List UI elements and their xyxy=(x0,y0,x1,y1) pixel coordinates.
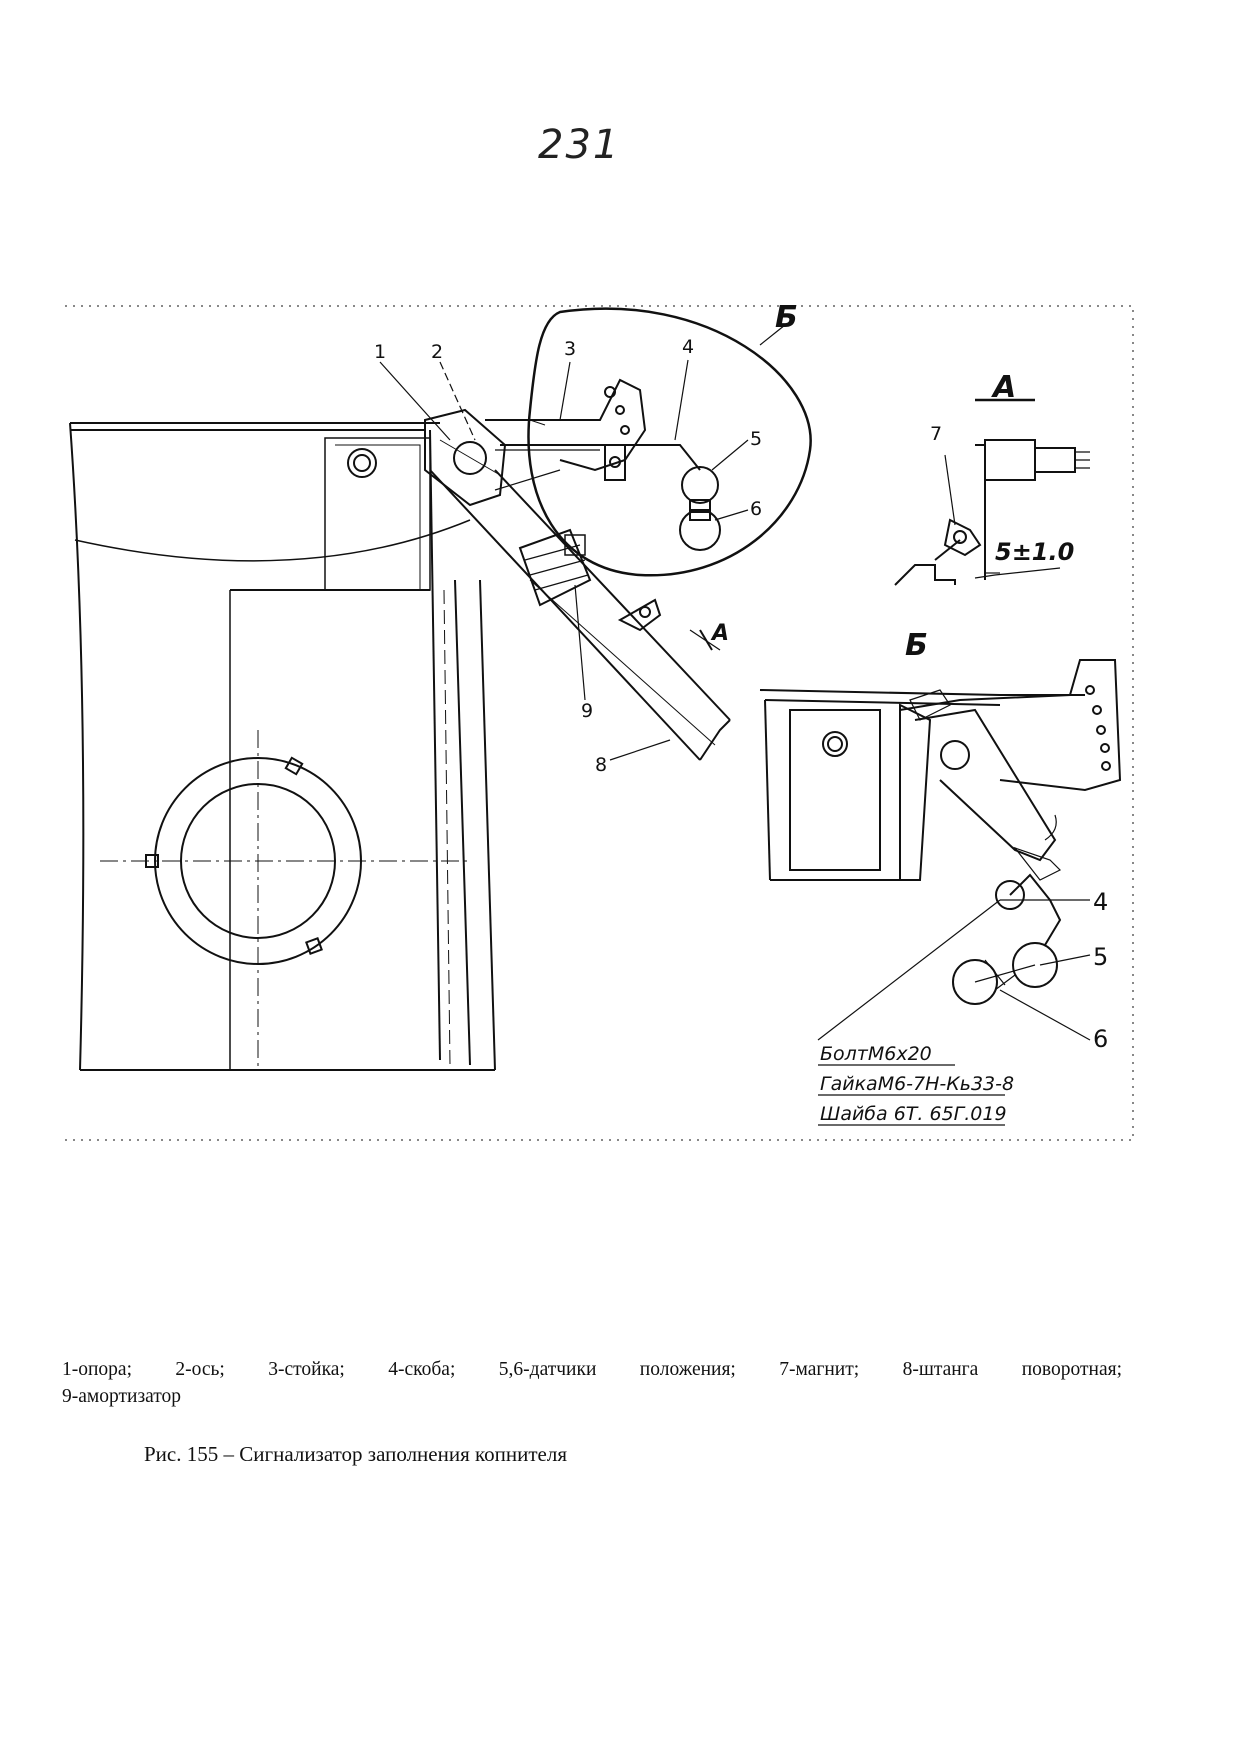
detail-callout-5: 5 xyxy=(1093,943,1108,971)
staple-4 xyxy=(500,444,701,471)
swing-rod-8 xyxy=(429,469,731,761)
detail-b-view-label: Б xyxy=(905,628,928,663)
callout-5: 5 xyxy=(750,428,762,450)
callout-3: 3 xyxy=(564,338,576,360)
detail-b-label: Б xyxy=(775,300,798,335)
sensor-5 xyxy=(681,466,719,511)
callout-2: 2 xyxy=(431,341,443,363)
detail-b-view xyxy=(759,659,1122,1005)
round-port xyxy=(100,730,470,1070)
legend-line-1: 1-опора; 2-ось; 3-стойка; 4-скоба; 5,6-д… xyxy=(62,1359,1122,1380)
callout-8: 8 xyxy=(595,754,607,776)
support-1 xyxy=(424,408,507,507)
section-a xyxy=(894,398,1090,586)
leader-lines xyxy=(379,324,786,761)
hopper-body xyxy=(69,422,496,1071)
legend-line-2: 9-амортизатор xyxy=(62,1386,182,1407)
damper-9 xyxy=(518,528,592,607)
detail-callout-6: 6 xyxy=(1093,1025,1108,1053)
note-washer: Шайба 6Т. 65Г.019 xyxy=(820,1103,1007,1125)
note-bolt: БолтМ6х20 xyxy=(820,1043,932,1065)
frame-border xyxy=(65,305,1135,1141)
section-a-label: А xyxy=(991,370,1016,405)
callout-7: 7 xyxy=(930,423,942,445)
bracket-3 xyxy=(485,378,647,491)
dimension-5: 5±1.0 xyxy=(995,538,1074,566)
figure-caption: Рис. 155 – Сигнализатор заполнения копни… xyxy=(144,1442,567,1466)
page-number: 231 xyxy=(538,122,621,168)
section-a-arrow-label: А xyxy=(710,621,729,646)
note-nut: ГайкаМ6-7Н-Кь33-8 xyxy=(820,1073,1014,1095)
callout-1: 1 xyxy=(374,341,386,363)
callout-6: 6 xyxy=(750,498,762,520)
callout-9: 9 xyxy=(581,700,593,722)
sensor-6 xyxy=(679,509,721,551)
section-a-arrow xyxy=(699,629,713,651)
detail-callout-4: 4 xyxy=(1093,888,1108,916)
detail-b-leaders xyxy=(817,899,1091,1126)
support-bolt xyxy=(347,448,377,478)
callout-4: 4 xyxy=(682,336,694,358)
